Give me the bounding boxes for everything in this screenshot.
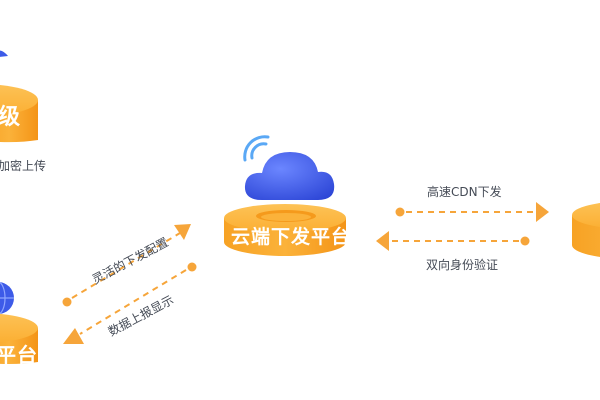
center-disk — [224, 204, 346, 256]
globe-icon — [0, 281, 14, 315]
right-disk — [572, 203, 600, 257]
arrow-head-down-left — [63, 328, 84, 344]
arrow-head-left — [376, 231, 389, 251]
edge-start-dot — [187, 262, 197, 272]
center-node — [224, 135, 346, 256]
top-left-disk-label: 级 — [0, 105, 22, 130]
edge-bottom-left-to-center — [62, 224, 191, 307]
bottom-left-node — [0, 281, 38, 365]
top-left-disk — [0, 84, 38, 143]
edge-start-dot — [520, 236, 530, 246]
right-node — [572, 203, 600, 257]
top-left-node — [0, 50, 38, 143]
edge-center-to-bottom-left — [63, 262, 197, 344]
arrow-head-right — [536, 202, 549, 222]
edge-right-to-center — [376, 231, 530, 251]
top-left-caption: 加密上传 — [0, 159, 47, 173]
edge-center-to-right — [395, 202, 549, 222]
arrow-head-up-right — [174, 224, 191, 240]
edge-label-cdn: 高速CDN下发 — [427, 185, 502, 199]
bottom-left-disk-label: 平台 — [0, 343, 38, 367]
cloud-wifi-icon — [243, 135, 335, 200]
edge-start-dot — [395, 207, 405, 217]
bottom-left-disk — [0, 313, 38, 365]
edge-start-dot — [62, 297, 72, 307]
center-disk-label: 云端下发平台 — [231, 226, 352, 248]
edge-label-auth: 双向身份验证 — [426, 258, 499, 272]
edge-dash-line — [79, 269, 187, 335]
cloud-icon — [0, 50, 8, 57]
